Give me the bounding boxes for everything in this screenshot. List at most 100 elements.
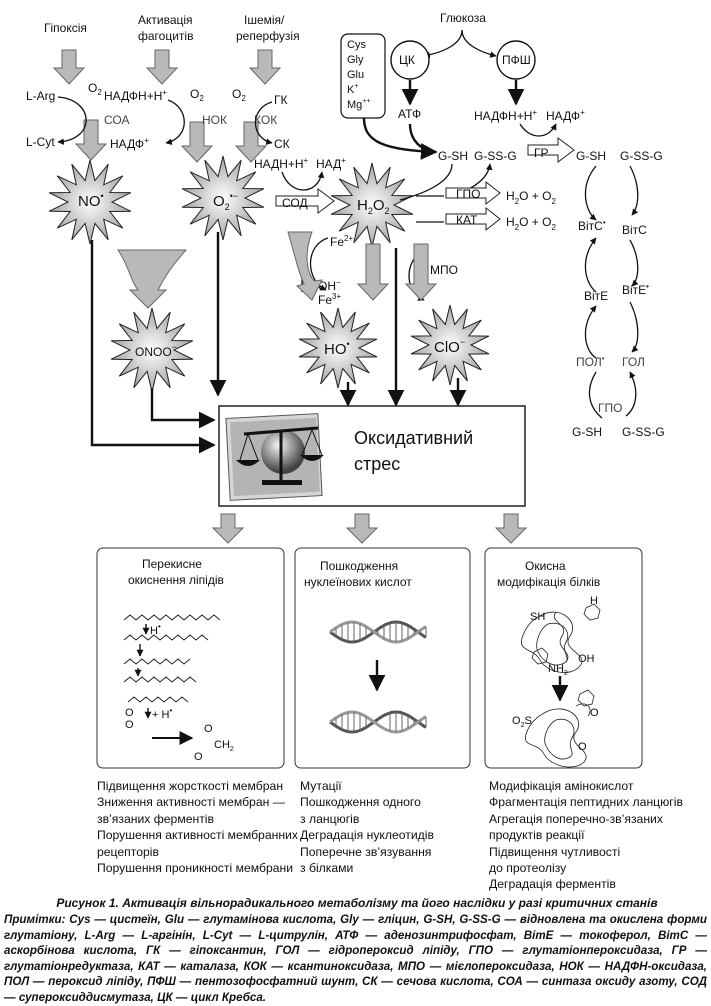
lipid-outcome: рецепторів [97, 844, 159, 859]
lipid-outcome: Зниження активності мембран — [97, 795, 285, 810]
lipid-outcome: зв’язаних ферментів [97, 811, 214, 826]
protein-sh: SH [530, 611, 545, 623]
chain-gsh-bottom: G-SH [572, 425, 602, 439]
protein-o2s: O2S [512, 715, 532, 729]
nucleic-outcome: Поперечне зв’язування [300, 844, 432, 859]
gssg-chain-top: G-SS-G [620, 149, 663, 163]
lipid-outcome: Підвищення жорсткості мембран [97, 779, 284, 793]
fenton-fe3: Fe3+ [318, 292, 341, 307]
lipid-ch2: CH2 [214, 739, 234, 753]
protein-outcome: Модифікація амінокислот [489, 779, 634, 793]
kok-sk: СК [274, 137, 290, 151]
protein-box [484, 547, 643, 769]
protein-outcome: Деградація ферментів [489, 877, 616, 892]
chain-gssg-bottom: G-SS-G [622, 425, 665, 439]
lipid-title-2: окиснення ліпідів [128, 573, 224, 587]
nucleic-outcomes: Мутації Пошкодження одного з ланцюгів Де… [300, 778, 434, 876]
stress-title-1: Оксидативний [354, 428, 473, 448]
nucleic-outcome: з білками [300, 861, 354, 876]
lipid-outcome: Порушення активності мембранних [97, 828, 298, 843]
protein-title-2: модифікація білків [497, 575, 600, 589]
stress-title-2: стрес [354, 454, 400, 474]
fenton-oh: OH− [318, 278, 341, 293]
label-h2o2: H2O2 [357, 197, 390, 216]
aa-cys: Cys [347, 39, 366, 51]
gsh-1: G-SH [438, 149, 468, 163]
gr-arrow [527, 137, 575, 163]
sod-nad: НАД+ [316, 156, 346, 171]
scales-icon [225, 413, 324, 501]
sod-enzyme: СОД [282, 196, 308, 210]
input-ischemia-1: Ішемія/ [244, 13, 285, 27]
nos-lcyt: L-Cyt [26, 135, 55, 149]
nok-o2: O2 [190, 87, 204, 103]
kat-products: H2O + O2 [506, 215, 556, 232]
protein-outcome: Підвищення чутливості [489, 844, 621, 859]
nucleic-box [294, 547, 471, 769]
lipid-chains [123, 614, 221, 703]
mpo-label: МПО [430, 263, 458, 277]
fenton-fe2: Fe2+ [330, 234, 353, 249]
input-phagocyte-2: фагоцитів [138, 29, 193, 43]
nucleic-outcome: Мутації [300, 779, 342, 793]
lipid-h-2: + H• [152, 706, 172, 721]
lipid-outcome: Порушення проникності мембрани [97, 861, 294, 876]
input-phagocyte-1: Активація [138, 13, 193, 27]
gr-nadp: НАДФ+ [546, 108, 585, 123]
chain-gol: ГОЛ [622, 355, 645, 369]
pfsh-label: ПФШ [502, 53, 531, 67]
protein-nh2: NH2 [548, 663, 568, 677]
nucleic-outcome: Пошкодження одного [300, 795, 421, 810]
chain-vite: ВітЕ [584, 289, 608, 303]
nok-nadph: НАДФН+Н+ [104, 88, 167, 103]
chain-gpo: ГПО [598, 401, 622, 415]
aa-mg: Mg++ [347, 98, 370, 111]
effect-arrows [211, 513, 528, 544]
protein-outcome: до протеолізу [489, 861, 567, 876]
lipid-box [96, 547, 285, 769]
chain-vitc: ВітС [622, 223, 647, 237]
label-hypochlorite: ClO− [434, 337, 465, 356]
nos-larg: L-Arg [26, 89, 55, 103]
protein-outcome: Фрагментація пептидних ланцюгів [489, 795, 683, 810]
label-superoxide: O2•− [213, 191, 238, 212]
sod-arrow [275, 188, 335, 214]
protein-outcome: Агрегація поперечно-зв’язаних [489, 811, 663, 826]
gpo-products: H2O + O2 [506, 189, 556, 206]
dna-damaged [329, 710, 427, 734]
aa-gly: Gly [347, 54, 364, 66]
lipid-h-1: H• [150, 622, 161, 637]
nok-nadp: НАДФ+ [110, 136, 149, 151]
lipid-title-1: Перекисне [142, 557, 202, 571]
figure-caption: Рисунок 1. Активація вільнорадикального … [56, 896, 658, 910]
aa-k: K+ [347, 83, 358, 96]
protein-title-1: Окисна [525, 559, 566, 573]
label-peroxynitrite: ONOO− [135, 342, 177, 359]
gray-arrows-mid [117, 231, 438, 309]
atp-label: АТФ [398, 107, 421, 121]
stress-arrows [90, 232, 467, 454]
chain-pol: ПОЛ• [576, 354, 605, 369]
protein-o-2: O [578, 741, 587, 753]
krebs-label: ЦК [399, 53, 415, 67]
protein-h: H [590, 595, 598, 607]
gpo-label: ГПО [456, 187, 480, 201]
lipid-o-1: O [125, 707, 134, 719]
aa-glu: Glu [347, 69, 364, 81]
chain-vitc-radical: ВітС• [578, 218, 606, 233]
star-no [48, 159, 132, 245]
protein-outcomes: Модифікація амінокислот Фрагментація пеп… [489, 778, 683, 893]
nucleic-title-2: нуклеїнових кислот [304, 575, 412, 589]
lipid-aldehyde-o2: O [194, 751, 203, 763]
gsh-chain-top: G-SH [576, 149, 606, 163]
input-hypoxia: Гіпоксія [44, 21, 87, 35]
nucleic-title-1: Пошкодження [320, 559, 398, 573]
label-no: NO• [78, 191, 104, 210]
lipid-outcomes: Підвищення жорсткості мембран Зниження а… [97, 778, 298, 876]
nok-enzyme: НОК [202, 113, 227, 127]
kok-o2: O2 [232, 87, 246, 103]
protein-oh: OH [578, 653, 595, 665]
lipid-o-2: O [125, 719, 134, 731]
input-arrows [52, 49, 282, 163]
